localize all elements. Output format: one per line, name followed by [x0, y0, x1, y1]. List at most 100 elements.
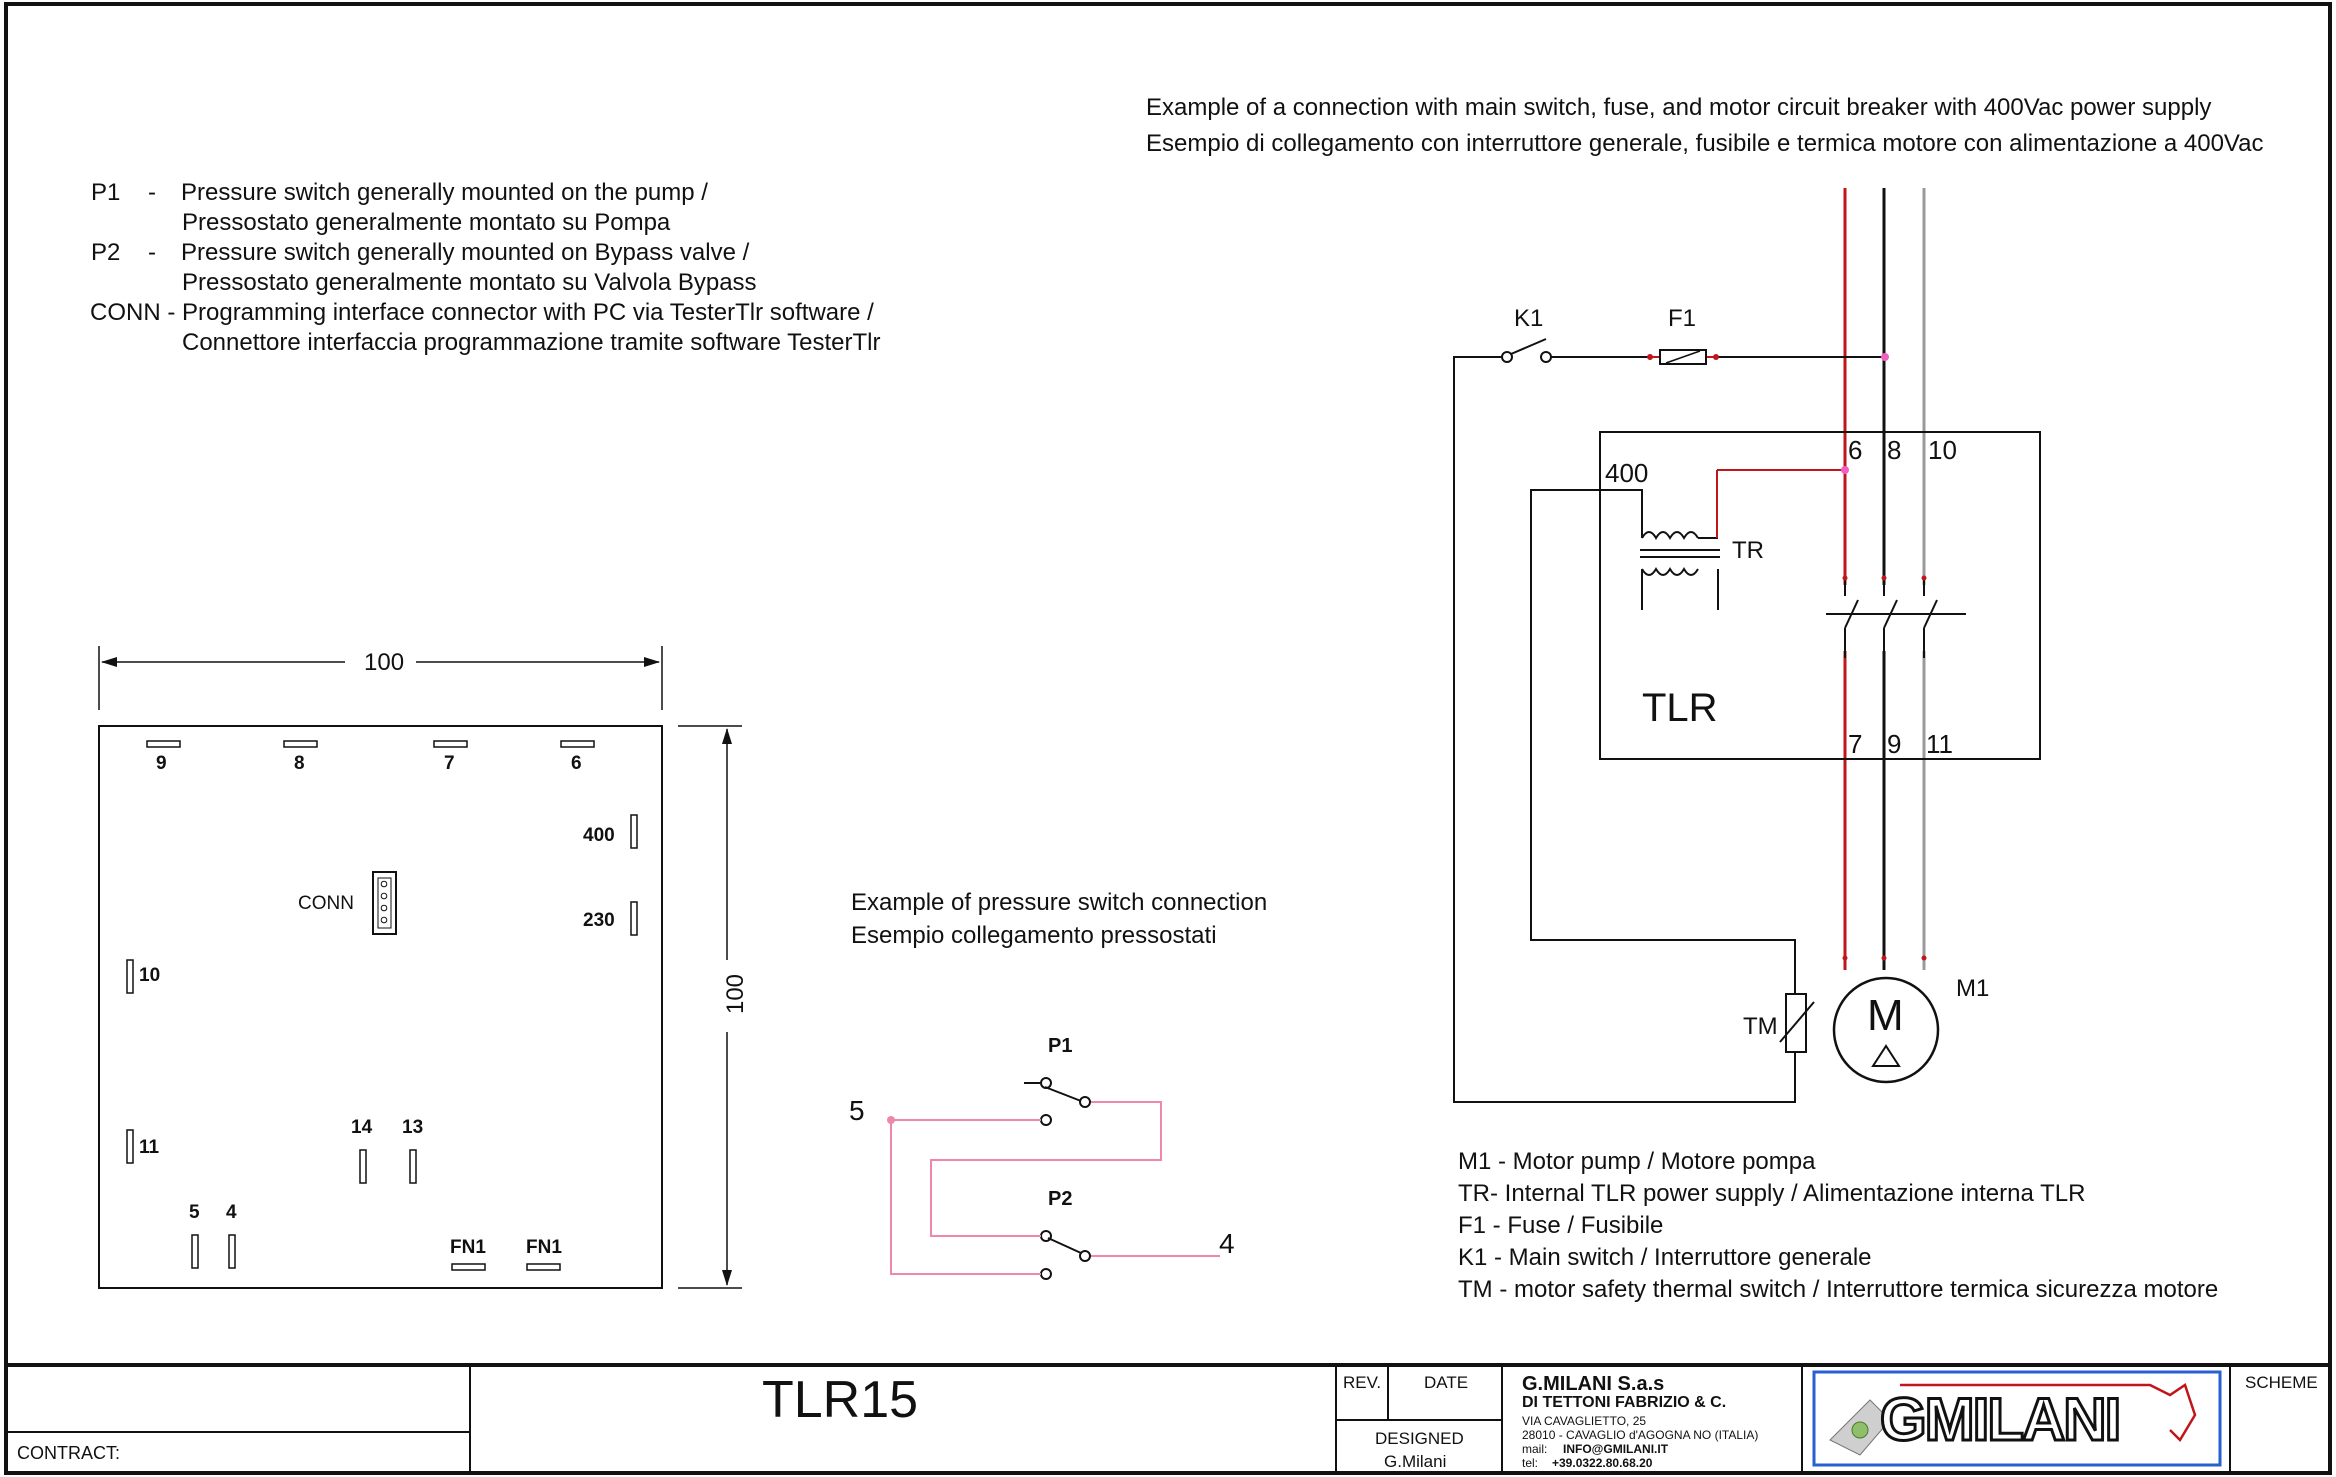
terminal-14	[359, 1149, 367, 1184]
terminal-4	[228, 1234, 236, 1269]
terminal-10	[126, 959, 134, 994]
terminal-8	[283, 740, 318, 748]
power-title-it: Esempio di collegamento con interruttore…	[1146, 130, 2264, 157]
company-name: G.MILANI S.a.s	[1522, 1373, 1665, 1395]
legend-tr: TR- Internal TLR power supply / Alimenta…	[1458, 1180, 2086, 1207]
legend-p1-text: Pressure switch generally mounted on the…	[181, 179, 708, 206]
label-k1: K1	[1514, 305, 1544, 332]
label-wire-5: 5	[849, 1095, 865, 1126]
label-terminal-6-top: 6	[1848, 435, 1863, 465]
company-sub: DI TETTONI FABRIZIO & C.	[1522, 1394, 1727, 1411]
motor-m1	[1832, 976, 1940, 1084]
label-wire-4: 4	[1219, 1228, 1235, 1259]
label-terminal-fn1-a: FN1	[450, 1237, 486, 1258]
title-block	[6, 1363, 2330, 1473]
designer-name: G.Milani	[1384, 1452, 1447, 1471]
label-terminal-9-bottom: 9	[1887, 729, 1902, 759]
legend-p1-sep: -	[148, 179, 156, 206]
terminal-400	[630, 814, 638, 849]
legend-p2-sep: -	[148, 239, 156, 266]
rev-label: REV.	[1343, 1373, 1382, 1392]
motor-triangle-icon	[1871, 1044, 1901, 1067]
label-f1: F1	[1668, 305, 1697, 332]
conn-connector	[372, 871, 397, 935]
company-address-1: VIA CAVAGLIETTO, 25	[1522, 1414, 1647, 1428]
label-terminal-5: 5	[189, 1202, 200, 1223]
mail-label: mail:	[1522, 1442, 1548, 1456]
label-tlr: TLR	[1642, 686, 1718, 730]
company-address-2: 28010 - CAVAGLIO d'AGOGNA NO (ITALIA)	[1522, 1428, 1759, 1442]
label-motor-m: M	[1867, 991, 1904, 1040]
label-p2: P2	[1048, 1188, 1073, 1210]
legend-m1: M1 - Motor pump / Motore pompa	[1458, 1148, 1816, 1175]
label-terminal-230: 230	[583, 910, 615, 931]
pressure-switch-p1	[1024, 1077, 1091, 1126]
power-circuit	[1453, 188, 2041, 1103]
label-terminal-14: 14	[351, 1117, 373, 1138]
date-label: DATE	[1424, 1373, 1469, 1392]
label-terminal-7-bottom: 7	[1848, 729, 1863, 759]
pressure-switch-p2	[1031, 1230, 1091, 1280]
legend-conn-text: CONN - Programming interface connector w…	[90, 299, 874, 326]
tlr-box	[1599, 431, 2041, 760]
label-terminal-9: 9	[156, 753, 167, 774]
label-terminal-11: 11	[139, 1137, 160, 1158]
terminal-5	[191, 1234, 199, 1269]
dimension-width-label: 100	[358, 651, 411, 675]
terminal-230	[630, 901, 638, 936]
legend-p1-code: P1	[91, 179, 121, 206]
terminal-11	[126, 1129, 134, 1164]
label-tr: TR	[1732, 537, 1764, 564]
legend-p2-code: P2	[91, 239, 121, 266]
transformer-tr	[1640, 470, 1720, 610]
label-terminal-7: 7	[444, 753, 455, 774]
drawing-title: TLR15	[762, 1371, 919, 1429]
node-6	[1841, 466, 1849, 474]
tel-label: tel:	[1522, 1456, 1539, 1470]
contactor-contacts	[1826, 578, 1966, 658]
node-5	[887, 1116, 895, 1124]
pressure-title-it: Esempio collegamento pressostati	[851, 922, 1217, 949]
label-conn: CONN	[298, 893, 354, 914]
contract-label: CONTRACT:	[17, 1443, 120, 1463]
terminal-13	[409, 1149, 417, 1184]
label-terminal-400: 400	[583, 825, 615, 846]
pressure-switch-circuit	[887, 1077, 1220, 1280]
legend-tm: TM - motor safety thermal switch / Inter…	[1458, 1276, 2219, 1303]
scheme-label: SCHEME	[2245, 1373, 2318, 1392]
legend-p2-text: Pressure switch generally mounted on Byp…	[181, 239, 750, 266]
label-terminal-8: 8	[294, 753, 305, 774]
power-title-en: Example of a connection with main switch…	[1146, 94, 2212, 121]
company-tel: +39.0322.80.68.20	[1552, 1456, 1653, 1470]
legend-k1: K1 - Main switch / Interruttore generale	[1458, 1244, 1872, 1271]
designed-label: DESIGNED	[1375, 1429, 1464, 1448]
label-m1: M1	[1956, 975, 1990, 1002]
label-terminal-fn1-b: FN1	[526, 1237, 562, 1258]
board-outline	[98, 725, 663, 1289]
label-tm: TM	[1743, 1013, 1778, 1040]
label-terminal-6: 6	[571, 753, 582, 774]
sheet-border	[4, 2, 2332, 1475]
terminal-9	[146, 740, 181, 748]
label-terminal-10: 10	[139, 965, 161, 986]
logo-text: GMILANI	[1878, 1386, 2122, 1453]
label-p1: P1	[1048, 1035, 1073, 1057]
terminal-fn1-b	[526, 1263, 561, 1271]
legend-p2-text-it: Pressostato generalmente montato su Valv…	[182, 269, 757, 296]
label-terminal-10-top: 10	[1928, 435, 1957, 465]
pressure-title-en: Example of pressure switch connection	[851, 889, 1268, 916]
label-terminal-4: 4	[226, 1202, 237, 1223]
terminal-6	[560, 740, 595, 748]
company-logo	[1812, 1370, 2222, 1467]
label-terminal-8-top: 8	[1887, 435, 1902, 465]
label-input-400: 400	[1605, 458, 1649, 488]
legend-f1: F1 - Fuse / Fusibile	[1458, 1212, 1664, 1239]
legend-p1-text-it: Pressostato generalmente montato su Pomp…	[182, 209, 671, 236]
terminal-fn1-a	[451, 1263, 486, 1271]
main-switch-k1	[1453, 338, 1796, 1103]
label-terminal-11-bottom: 11	[1926, 729, 1953, 759]
logo-graphic	[1829, 1383, 2197, 1456]
company-mail: INFO@GMILANI.IT	[1563, 1442, 1669, 1456]
terminal-7	[433, 740, 468, 748]
